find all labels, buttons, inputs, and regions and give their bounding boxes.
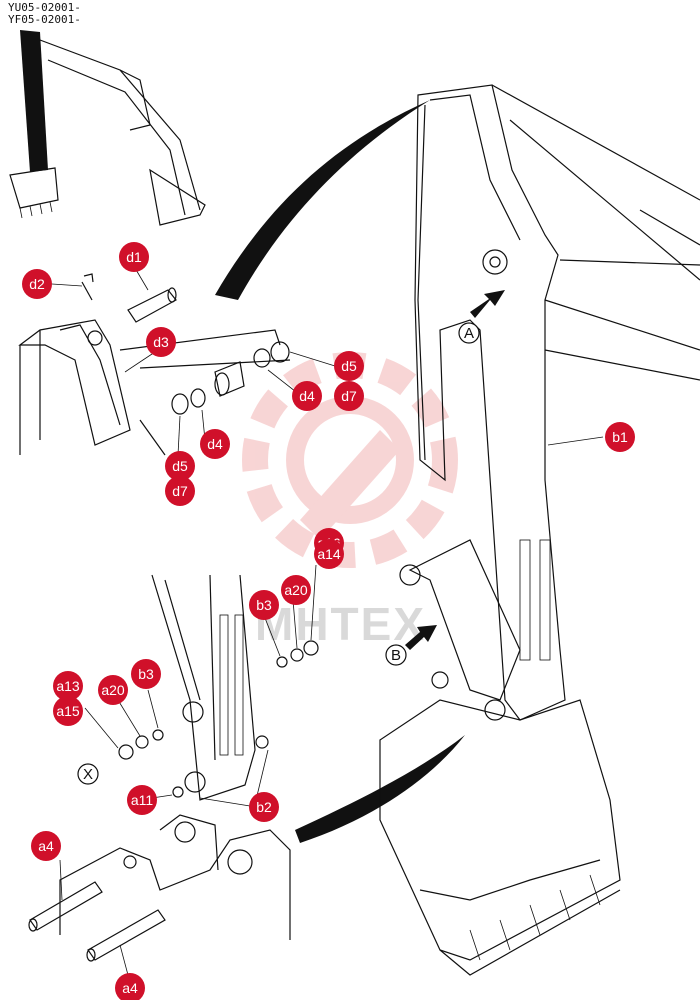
callout-circle — [165, 476, 195, 506]
callout-circle — [200, 429, 230, 459]
callout-label: b1 — [612, 429, 628, 445]
watermark-text: MHTEX — [255, 598, 426, 650]
callout-label: a15 — [56, 703, 80, 719]
callout-d7-top: d7 — [334, 381, 364, 411]
callout-label: a11 — [131, 792, 154, 808]
view-marker-b-label: B — [391, 647, 401, 664]
bucket-bracket-drawing — [18, 273, 291, 456]
callout-circle — [165, 451, 195, 481]
callout-b3-left: b3 — [131, 659, 161, 689]
callout-circle — [605, 422, 635, 452]
callout-label: b3 — [138, 666, 154, 682]
callout-b2: b2 — [249, 792, 279, 822]
view-marker-a-label: A — [464, 325, 474, 342]
callout-a20-top: a20 — [281, 575, 311, 605]
callout-d5-top: d5 — [334, 351, 364, 381]
callout-circle — [131, 659, 161, 689]
callout-d4-right: d4 — [292, 381, 322, 411]
callout-d7-left: d7 — [165, 476, 195, 506]
callout-d5-left: d5 — [165, 451, 195, 481]
main-arm-drawing — [379, 84, 700, 976]
callout-b3-top: b3 — [249, 590, 279, 620]
callout-label: b2 — [256, 799, 272, 815]
callout-circle — [119, 242, 149, 272]
callout-b1: b1 — [605, 422, 635, 452]
serial-number-1: YU05-02001- — [8, 1, 81, 14]
swoosh-arrow-top — [215, 100, 430, 300]
view-marker-a: A — [458, 322, 480, 344]
callout-circle — [292, 381, 322, 411]
callout-circle — [31, 831, 61, 861]
callout-label: d5 — [172, 458, 188, 474]
callout-circle — [53, 696, 83, 726]
callout-d2: d2 — [22, 269, 52, 299]
callout-label: d5 — [341, 358, 357, 374]
callout-a13: a13 — [53, 671, 83, 701]
callout-circle — [127, 785, 157, 815]
callout-label: a14 — [317, 546, 341, 562]
callout-label: a13 — [56, 678, 80, 694]
bucket-mount-drawing — [28, 814, 291, 962]
callout-label: a4 — [122, 980, 138, 996]
excavator-thumbnail — [9, 30, 206, 226]
view-marker-b: B — [385, 644, 407, 666]
callout-group: d1d2d3d5d7d4d4d5d7b1a16a14a20b3a13a15a20… — [22, 242, 635, 1000]
callout-circle — [334, 351, 364, 381]
callout-label: a4 — [38, 838, 54, 854]
callout-circle — [334, 381, 364, 411]
view-marker-x: X — [77, 763, 99, 785]
serial-number-2: YF05-02001- — [8, 13, 81, 26]
callout-d3: d3 — [146, 327, 176, 357]
callout-label: d4 — [207, 436, 223, 452]
callout-circle — [53, 671, 83, 701]
callout-d1: d1 — [119, 242, 149, 272]
callout-a20-left: a20 — [98, 675, 128, 705]
arm-end-drawing — [118, 574, 319, 801]
callout-d4-left: d4 — [200, 429, 230, 459]
callout-circle — [281, 575, 311, 605]
callout-label: d7 — [172, 483, 188, 499]
callout-a15: a15 — [53, 696, 83, 726]
callout-circle — [146, 327, 176, 357]
callout-circle — [249, 590, 279, 620]
callout-label: a20 — [101, 682, 125, 698]
callout-label: d4 — [299, 388, 315, 404]
leader-lines — [51, 267, 604, 976]
callout-circle — [115, 973, 145, 1000]
callout-label: d3 — [153, 334, 169, 350]
view-marker-x-label: X — [83, 766, 93, 783]
callout-a14: a14 — [314, 539, 344, 569]
view-arrow-a — [470, 290, 505, 318]
callout-a11: a11 — [127, 785, 157, 815]
callout-circle — [249, 792, 279, 822]
callout-label: a20 — [284, 582, 308, 598]
view-arrow-b — [405, 625, 437, 650]
callout-label: d2 — [29, 276, 45, 292]
callout-label: d7 — [341, 388, 357, 404]
callout-circle — [314, 539, 344, 569]
callout-label: b3 — [256, 597, 272, 613]
callout-circle — [22, 269, 52, 299]
callout-circle — [98, 675, 128, 705]
callout-a4-top: a4 — [31, 831, 61, 861]
callout-label: d1 — [126, 249, 142, 265]
callout-a4-bottom: a4 — [115, 973, 145, 1000]
